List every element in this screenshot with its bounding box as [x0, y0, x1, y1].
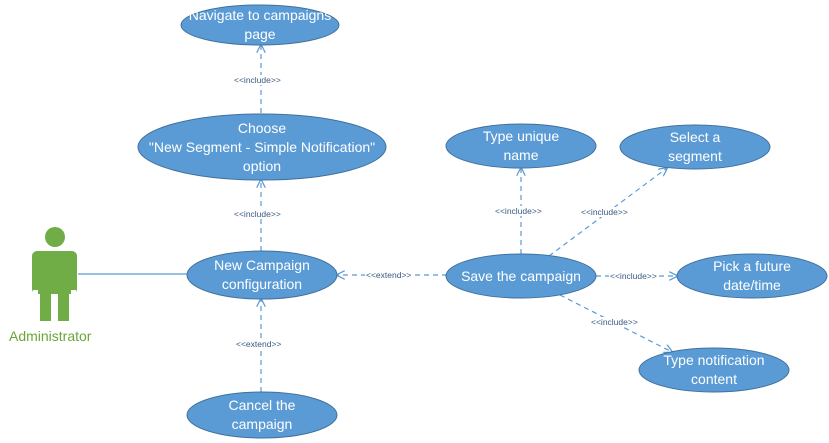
use-case-text-line: option — [242, 157, 282, 174]
use-case-cancel-label: Cancel the campaign — [187, 392, 337, 438]
use-case-notification-label: Type notification content — [639, 348, 789, 392]
use-case-new-campaign-label: New Campaign configuration — [187, 251, 337, 299]
use-case-text-line: name — [503, 147, 539, 163]
use-case-ellipse-save — [445, 253, 597, 299]
include-label-save-segment: <<include>> — [580, 207, 629, 217]
use-case-text-line: page — [244, 26, 276, 42]
include-connector-save-notification — [559, 294, 672, 352]
use-case-text-line: date/time — [723, 277, 781, 293]
use-case-text-line: New Campaign — [214, 257, 310, 273]
administrator-actor-icon — [32, 227, 77, 321]
use-case-ellipse-navigate — [180, 4, 340, 46]
extend-label-save-new: <<extend>> — [365, 270, 413, 280]
use-case-ellipse-new-campaign — [186, 250, 338, 300]
include-label-choose-navigate: <<include>> — [233, 75, 282, 85]
use-case-text-line: Choose — [237, 119, 287, 136]
use-case-text-line: "New Segment - Simple Notification" — [148, 138, 376, 155]
use-case-navigate-label: Navigate to campaigns page — [181, 5, 339, 45]
use-case-pick-date-label: Pick a future date/time — [677, 254, 827, 298]
use-case-text-line: configuration — [221, 276, 303, 292]
include-label-save-notification: <<include>> — [590, 317, 639, 327]
include-label-new-choose: <<include>> — [233, 209, 282, 219]
use-case-text-line: Navigate to campaigns — [188, 7, 332, 23]
use-case-text-line: Type unique — [482, 128, 560, 144]
actor-label: Administrator — [9, 328, 92, 344]
use-case-text-line: campaign — [231, 416, 293, 432]
use-case-text-line: Pick a future — [713, 258, 791, 274]
use-case-unique-name-label: Type unique name — [446, 124, 596, 168]
use-case-ellipse-cancel — [186, 391, 338, 439]
use-case-text-line: Cancel the — [228, 397, 296, 413]
use-case-text-line: Type notification — [663, 352, 765, 368]
use-case-ellipse-notification — [638, 347, 790, 393]
use-case-text-line: content — [691, 371, 737, 387]
use-case-text-line: segment — [668, 148, 722, 164]
use-case-ellipse-choose — [137, 113, 387, 181]
use-case-ellipse-select-segment — [619, 124, 771, 170]
extend-label-cancel-new: <<extend>> — [235, 339, 283, 349]
use-case-text-line: Save the campaign — [461, 267, 581, 284]
use-case-ellipse-unique-name — [445, 123, 597, 169]
use-case-choose-label: Choose "New Segment - Simple Notificatio… — [138, 114, 386, 180]
use-case-text-line: Select a — [669, 129, 721, 145]
use-case-save-label: Save the campaign — [446, 254, 596, 298]
use-case-ellipse-pick-date — [676, 253, 828, 299]
use-case-select-segment-label: Select a segment — [620, 125, 770, 169]
include-label-save-name: <<include>> — [494, 206, 543, 216]
include-label-save-date: <<include>> — [609, 271, 658, 281]
